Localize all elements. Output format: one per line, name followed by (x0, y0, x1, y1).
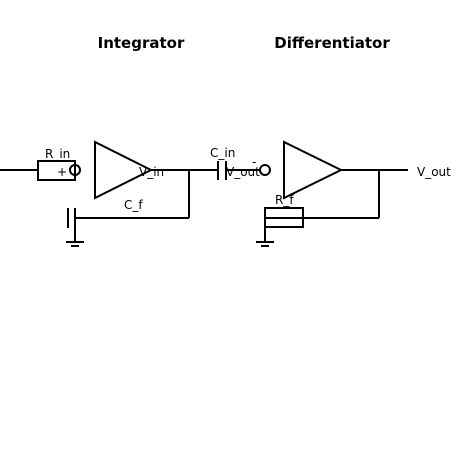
ground-icon (66, 241, 84, 247)
integrator-v-out-label: V_out (226, 165, 260, 179)
op-amp-differentiator (283, 140, 344, 200)
c-f-label: C_f (124, 198, 143, 212)
input-node (69, 164, 81, 176)
minus-label: - (252, 155, 256, 169)
plus-label: + (57, 165, 67, 179)
integrator-circuit: R_in + V_in C_f V_out (0, 140, 260, 247)
c-in-label: C_in (210, 146, 235, 160)
ground-icon (256, 241, 274, 247)
resistor-r-in (37, 160, 76, 181)
integrator-title: Integrator (98, 34, 185, 52)
r-in-label: R_in (45, 147, 70, 161)
r-f-label: R_f (275, 193, 294, 207)
v-in-label: V_in (139, 165, 164, 179)
differentiator-input-node (259, 164, 271, 176)
op-amp-integrator (94, 140, 154, 200)
differentiator-v-out-label: V_out (417, 165, 451, 179)
differentiator-title: Differentiator (274, 34, 390, 52)
differentiator-circuit: C_in - R_f V_out (210, 140, 451, 247)
